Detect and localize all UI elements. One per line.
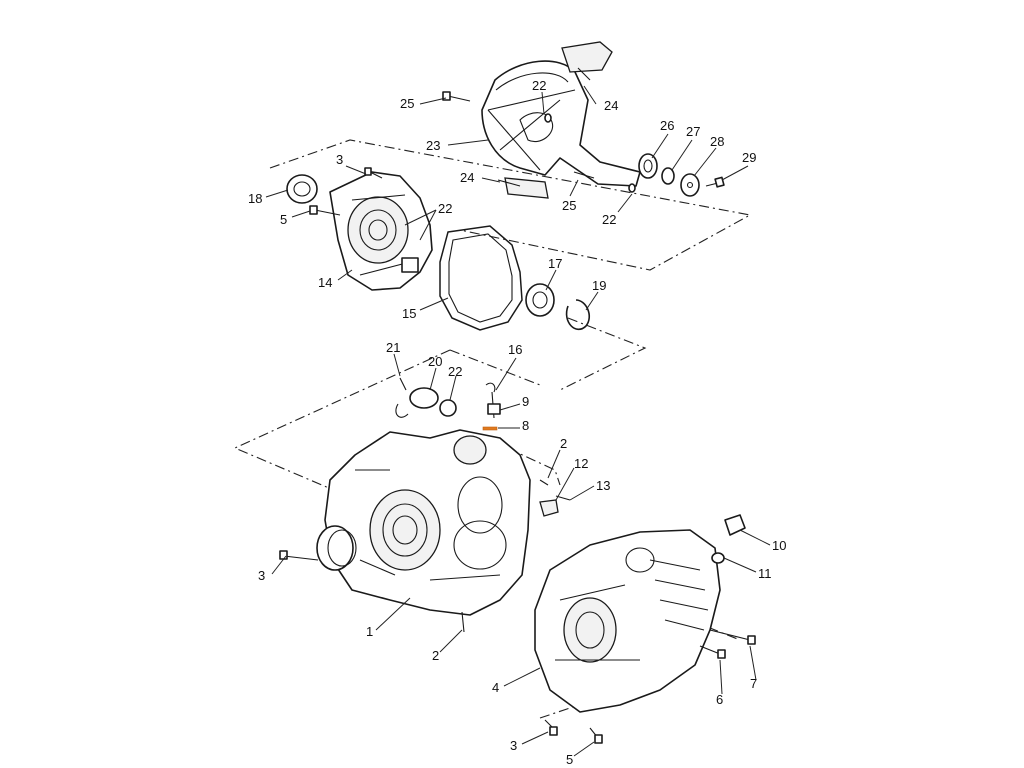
- callout-label: 26: [660, 118, 674, 133]
- callout-label: 2: [432, 648, 439, 663]
- callout-label: 10: [772, 538, 786, 553]
- plate-28: [680, 173, 700, 197]
- callout-label: 27: [686, 124, 700, 139]
- callout-label: 28: [710, 134, 724, 149]
- callout-label: 11: [758, 566, 772, 581]
- callout-label: 25: [400, 96, 414, 111]
- callout-label: 5: [280, 212, 287, 227]
- left-crankcase-half: [279, 429, 571, 633]
- upper-fasteners: [442, 67, 636, 193]
- callout-label: 22: [448, 364, 462, 379]
- small-parts-20-22: [395, 377, 501, 431]
- callout-label: 14: [318, 275, 332, 290]
- callout-label: 23: [426, 138, 440, 153]
- callout-label: 5: [566, 752, 573, 767]
- callout-label: 9: [522, 394, 529, 409]
- bearing-26: [638, 153, 658, 179]
- washer-27: [661, 167, 675, 185]
- right-crankcase-half: [534, 514, 756, 744]
- callout-label: 3: [336, 152, 343, 167]
- callout-label: 18: [248, 191, 262, 206]
- gasket-15: [439, 225, 523, 331]
- callout-label: 19: [592, 278, 606, 293]
- housing-frame-part: [481, 41, 641, 199]
- callout-label: 22: [438, 201, 452, 216]
- callout-label: 3: [510, 738, 517, 753]
- callout-label: 16: [508, 342, 522, 357]
- callout-label: 25: [562, 198, 576, 213]
- leader-lines: [265, 85, 771, 757]
- callout-label: 21: [386, 340, 400, 355]
- callout-label: 4: [492, 680, 499, 695]
- callout-label: 3: [258, 568, 265, 583]
- crankcase-cover-part: [329, 171, 433, 291]
- guide-lower: [449, 349, 541, 386]
- callout-label: 24: [460, 170, 474, 185]
- callout-label: 13: [596, 478, 610, 493]
- circlip-19: [565, 299, 591, 331]
- callout-label: 1: [366, 624, 373, 639]
- cover-bolts: [309, 167, 383, 216]
- guide-middle: [559, 317, 647, 391]
- callout-label: 8: [522, 418, 529, 433]
- callout-label: 22: [602, 212, 616, 227]
- callout-label: 2: [560, 436, 567, 451]
- callout-label: 15: [402, 306, 416, 321]
- callout-label: 22: [532, 78, 546, 93]
- callout-labels: 25 22 24 23 26 27 28 29 24 25 22 3 18 5 …: [248, 78, 786, 767]
- callout-label: 29: [742, 150, 756, 165]
- orange-washer-8: [482, 426, 498, 431]
- callout-label: 24: [604, 98, 618, 113]
- callout-label: 12: [574, 456, 588, 471]
- callout-label: 6: [716, 692, 723, 707]
- oil-seal-18: [286, 174, 318, 204]
- callout-label: 17: [548, 256, 562, 271]
- bolt-29: [705, 176, 725, 188]
- callout-label: 20: [428, 354, 442, 369]
- callout-label: 7: [750, 676, 757, 691]
- bearing-17: [525, 283, 555, 317]
